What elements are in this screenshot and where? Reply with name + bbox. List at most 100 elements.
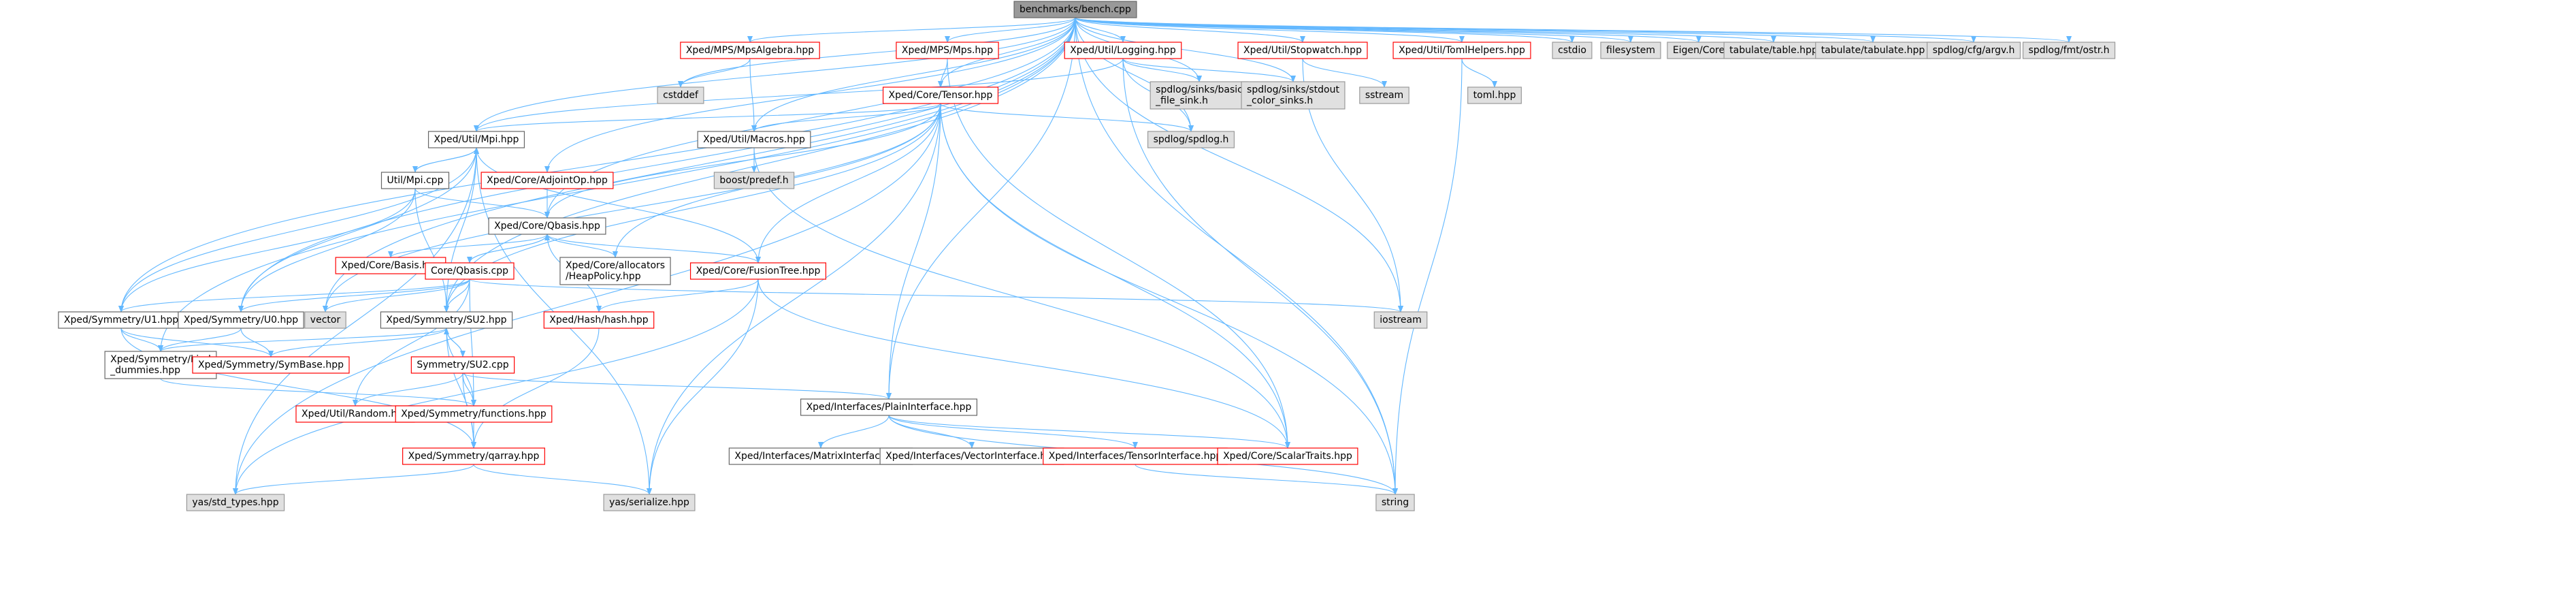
node-label: yas/std_types.hpp bbox=[192, 497, 278, 508]
node-n14[interactable]: cstddef bbox=[657, 86, 704, 104]
node-n32[interactable]: Xped/Symmetry/U0.hpp bbox=[178, 311, 304, 329]
node-label: Util/Mpi.cpp bbox=[387, 175, 443, 186]
node-n6[interactable]: Xped/Util/TomlHelpers.hpp bbox=[1392, 42, 1531, 59]
node-n48[interactable]: yas/std_types.hpp bbox=[186, 494, 285, 511]
edge-n24-n26 bbox=[414, 188, 550, 219]
edge-n31-n20 bbox=[120, 147, 479, 313]
node-box bbox=[410, 356, 515, 374]
node-label: Xped/Symmetry/U0.hpp bbox=[184, 315, 298, 325]
node-box bbox=[1147, 131, 1235, 148]
node-n36[interactable]: iostream bbox=[1373, 311, 1428, 329]
node-n26[interactable]: Xped/Core/Qbasis.hpp bbox=[488, 217, 606, 235]
node-label: Xped/MPS/Mps.hpp bbox=[902, 45, 993, 56]
edge-n1-n22 bbox=[1075, 17, 1194, 132]
node-n10[interactable]: tabulate/table.hpp bbox=[1723, 42, 1824, 59]
node-label: _dummies.hpp bbox=[110, 365, 180, 376]
edge-n6-n50 bbox=[1392, 58, 1463, 495]
edge-n45-n50 bbox=[1135, 464, 1398, 495]
edge-n40-n43 bbox=[818, 415, 890, 449]
node-n49[interactable]: yas/serialize.hpp bbox=[603, 494, 696, 511]
node-n3[interactable]: Xped/MPS/Mps.hpp bbox=[896, 42, 999, 59]
node-n35[interactable]: Xped/Hash/hash.hpp bbox=[543, 311, 655, 329]
node-n20[interactable]: Xped/Util/Mpi.hpp bbox=[427, 131, 525, 148]
edge-n31-n37 bbox=[120, 328, 163, 352]
node-label: Xped/Core/Tensor.hpp bbox=[889, 90, 993, 101]
node-n34[interactable]: Xped/Symmetry/SU2.hpp bbox=[380, 311, 513, 329]
node-label: spdlog/spdlog.h bbox=[1154, 134, 1229, 145]
edge-n15-n49 bbox=[647, 103, 941, 495]
node-label: Xped/Symmetry/SU2.hpp bbox=[386, 315, 506, 325]
edge-n15-n22 bbox=[940, 103, 1194, 132]
node-box bbox=[697, 131, 811, 148]
node-box bbox=[480, 172, 614, 189]
node-n47[interactable]: Xped/Symmetry/qarray.hpp bbox=[402, 447, 545, 465]
node-box bbox=[800, 398, 978, 416]
node-n2[interactable]: Xped/MPS/MpsAlgebra.hpp bbox=[680, 42, 820, 59]
node-box bbox=[304, 311, 346, 329]
node-n25[interactable]: Xped/Core/AdjointOp.hpp bbox=[480, 172, 614, 189]
node-n39[interactable]: Symmetry/SU2.cpp bbox=[410, 356, 515, 374]
node-box bbox=[295, 405, 415, 423]
node-label: Xped/Symmetry/U1.hpp bbox=[64, 315, 178, 325]
node-n21[interactable]: Xped/Util/Macros.hpp bbox=[697, 131, 811, 148]
node-box bbox=[603, 494, 696, 511]
node-n46[interactable]: Xped/Core/ScalarTraits.hpp bbox=[1217, 447, 1358, 465]
node-n1[interactable]: benchmarks/bench.cpp bbox=[1013, 1, 1137, 18]
node-n44[interactable]: Xped/Interfaces/VectorInterface.hpp bbox=[879, 447, 1064, 465]
node-n18[interactable]: sstream bbox=[1359, 86, 1409, 104]
node-n33[interactable]: vector bbox=[304, 311, 346, 329]
edge-n34-n38 bbox=[268, 328, 447, 357]
node-n24[interactable]: Util/Mpi.cpp bbox=[380, 172, 450, 189]
node-n15[interactable]: Xped/Core/Tensor.hpp bbox=[882, 86, 999, 104]
edge-n1-n37 bbox=[158, 17, 1076, 352]
node-box bbox=[1552, 42, 1593, 59]
node-n11[interactable]: tabulate/tabulate.hpp bbox=[1815, 42, 1931, 59]
node-label: Symmetry/SU2.cpp bbox=[417, 360, 508, 370]
node-box bbox=[1467, 86, 1522, 104]
node-n8[interactable]: filesystem bbox=[1600, 42, 1661, 59]
node-n7[interactable]: cstdio bbox=[1552, 42, 1593, 59]
edge-n30-n46 bbox=[757, 279, 1290, 449]
node-box bbox=[2022, 42, 2116, 59]
node-n41[interactable]: Xped/Util/Random.hpp bbox=[295, 405, 415, 423]
node-box bbox=[402, 447, 545, 465]
node-label: spdlog/cfg/argv.h bbox=[1933, 45, 2015, 56]
edge-n1-n32 bbox=[238, 17, 1076, 313]
node-box bbox=[1392, 42, 1531, 59]
node-n30[interactable]: Xped/Core/FusionTree.hpp bbox=[689, 262, 827, 280]
node-n12[interactable]: spdlog/cfg/argv.h bbox=[1926, 42, 2021, 59]
node-label: spdlog/sinks/stdout bbox=[1247, 84, 1339, 95]
node-n17[interactable]: spdlog/sinks/stdout_color_sinks.h bbox=[1241, 81, 1346, 110]
node-n31[interactable]: Xped/Symmetry/U1.hpp bbox=[58, 311, 184, 329]
node-n19[interactable]: toml.hpp bbox=[1467, 86, 1522, 104]
node-n22[interactable]: spdlog/spdlog.h bbox=[1147, 131, 1235, 148]
node-n28[interactable]: Core/Qbasis.cpp bbox=[425, 262, 515, 280]
node-label: Xped/Util/Macros.hpp bbox=[703, 134, 805, 145]
node-box bbox=[58, 311, 184, 329]
edge-n37-n42 bbox=[160, 378, 476, 407]
node-n16[interactable]: spdlog/sinks/basic_file_sink.h bbox=[1150, 81, 1249, 110]
node-n40[interactable]: Xped/Interfaces/PlainInterface.hpp bbox=[800, 398, 978, 416]
node-n4[interactable]: Xped/Util/Logging.hpp bbox=[1064, 42, 1182, 59]
node-box bbox=[395, 405, 553, 423]
node-n50[interactable]: string bbox=[1375, 494, 1415, 511]
node-n23[interactable]: boost/predef.h bbox=[713, 172, 795, 189]
node-n13[interactable]: spdlog/fmt/ostr.h bbox=[2022, 42, 2116, 59]
node-n29[interactable]: Xped/Core/allocators/HeapPolicy.hpp bbox=[559, 257, 671, 285]
node-n42[interactable]: Xped/Symmetry/functions.hpp bbox=[395, 405, 553, 423]
node-n45[interactable]: Xped/Interfaces/TensorInterface.hpp bbox=[1043, 447, 1228, 465]
node-n5[interactable]: Xped/Util/Stopwatch.hpp bbox=[1237, 42, 1368, 59]
node-n9[interactable]: Eigen/Core bbox=[1667, 42, 1731, 59]
node-label: yas/serialize.hpp bbox=[609, 497, 689, 508]
node-label: Xped/Core/AdjointOp.hpp bbox=[487, 175, 608, 186]
edge-n4-n16 bbox=[1122, 58, 1202, 82]
edge-n40-n45 bbox=[888, 415, 1138, 449]
node-n37[interactable]: Xped/Symmetry/kind_dummies.hpp bbox=[104, 351, 217, 379]
node-n38[interactable]: Xped/Symmetry/SymBase.hpp bbox=[192, 356, 350, 374]
node-box bbox=[1815, 42, 1931, 59]
edge-n30-n20 bbox=[474, 147, 759, 264]
edge-n2-n21 bbox=[749, 58, 757, 132]
edge-n4-n17 bbox=[1122, 58, 1296, 82]
edge-n31-n38 bbox=[120, 328, 274, 357]
node-label: Core/Qbasis.cpp bbox=[431, 266, 508, 276]
